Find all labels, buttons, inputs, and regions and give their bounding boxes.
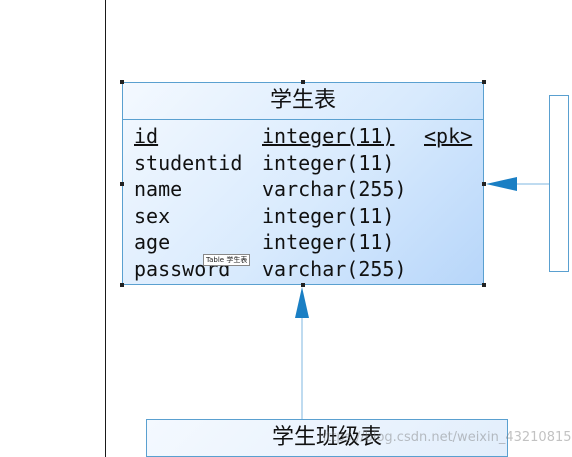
field-key: <pk> xyxy=(424,124,473,148)
field-type: integer(11) xyxy=(262,124,395,148)
relationship-connectors xyxy=(295,177,549,419)
selection-handle-top-right[interactable] xyxy=(482,80,486,84)
field-name: name xyxy=(134,177,183,202)
entity2-title: 学生班级表 xyxy=(271,425,382,450)
student-class-table-entity[interactable]: 学生班级表 xyxy=(146,419,508,457)
selection-handle-bottom-right[interactable] xyxy=(482,283,486,287)
student-table-entity[interactable]: 学生表 id integer(11) <pk> studentid integer(11… xyxy=(122,82,484,285)
field-type: integer(11) xyxy=(262,150,395,175)
selection-handle-top-center[interactable] xyxy=(301,80,305,84)
field-type: integer(11) xyxy=(262,203,395,228)
entity-title: 学生表 xyxy=(123,83,483,120)
field-name: studentid xyxy=(134,150,243,175)
arrowhead-up xyxy=(295,287,309,318)
selection-handle-bottom-left[interactable] xyxy=(120,283,124,287)
selection-handle-top-left[interactable] xyxy=(120,80,124,84)
selection-handle-middle-right[interactable] xyxy=(482,182,486,186)
selection-handle-middle-left[interactable] xyxy=(120,182,124,186)
field-name: age xyxy=(134,230,171,255)
adjacent-table-box[interactable] xyxy=(549,95,569,272)
field-type: varchar(255) xyxy=(262,256,407,281)
table-tooltip: Table 学生表 xyxy=(203,254,251,266)
field-name: id xyxy=(134,124,159,148)
watermark: https://blog.csdn.net/weixin_43210815 xyxy=(318,430,572,445)
canvas-divider-line xyxy=(105,0,106,457)
arrowhead-left xyxy=(486,177,517,191)
selection-handle-bottom-center[interactable] xyxy=(301,283,305,287)
field-name: sex xyxy=(134,203,171,228)
field-type: integer(11) xyxy=(262,230,395,255)
field-type: varchar(255) xyxy=(262,177,407,202)
